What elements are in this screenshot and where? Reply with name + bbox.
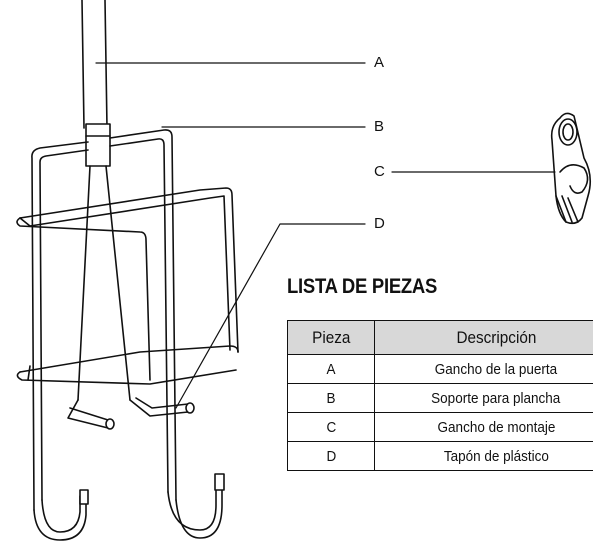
callout-label-b: B <box>374 118 385 135</box>
table-row: B Soporte para plancha <box>287 383 593 413</box>
callout-label-a: A <box>374 54 385 71</box>
table-row: D Tapón de plástico <box>287 441 593 471</box>
cell-description: Tapón de plástico <box>374 441 593 471</box>
table-row: C Gancho de montaje <box>287 412 593 442</box>
header-piece: Pieza <box>287 320 375 355</box>
cell-piece: D <box>287 441 375 471</box>
parts-list-title: LISTA DE PIEZAS <box>287 275 438 298</box>
cell-description: Gancho de la puerta <box>374 354 593 384</box>
header-description: Descripción <box>374 320 593 355</box>
mounting-hook-drawing <box>550 112 592 225</box>
callout-label-c: C <box>374 163 385 180</box>
table-header-row: Pieza Descripción <box>287 320 593 355</box>
holder-wire-frame <box>16 129 239 541</box>
parts-table-container: Pieza Descripción A Gancho de la puerta … <box>287 320 593 520</box>
cell-piece: B <box>287 383 375 413</box>
door-hook-strap <box>77 0 131 401</box>
cell-piece: A <box>287 354 375 384</box>
cell-description: Soporte para plancha <box>374 383 593 413</box>
callout-label-d: D <box>374 215 385 232</box>
table-row: A Gancho de la puerta <box>287 354 593 384</box>
parts-table: Pieza Descripción A Gancho de la puerta … <box>287 320 593 471</box>
cell-piece: C <box>287 412 375 442</box>
callout-leaders <box>95 62 556 409</box>
cell-description: Gancho de montaje <box>374 412 593 442</box>
